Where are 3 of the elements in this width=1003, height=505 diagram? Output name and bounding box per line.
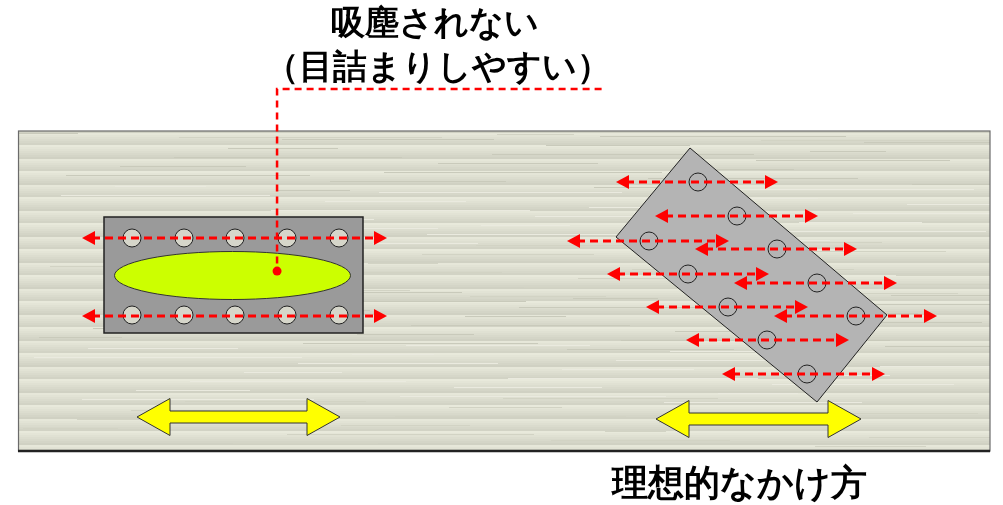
caption-text: 理想的なかけ方 — [610, 462, 868, 504]
callout-text: 吸塵されない（目詰まりしやすい） — [265, 1, 605, 88]
leader-line — [272, 87, 602, 276]
